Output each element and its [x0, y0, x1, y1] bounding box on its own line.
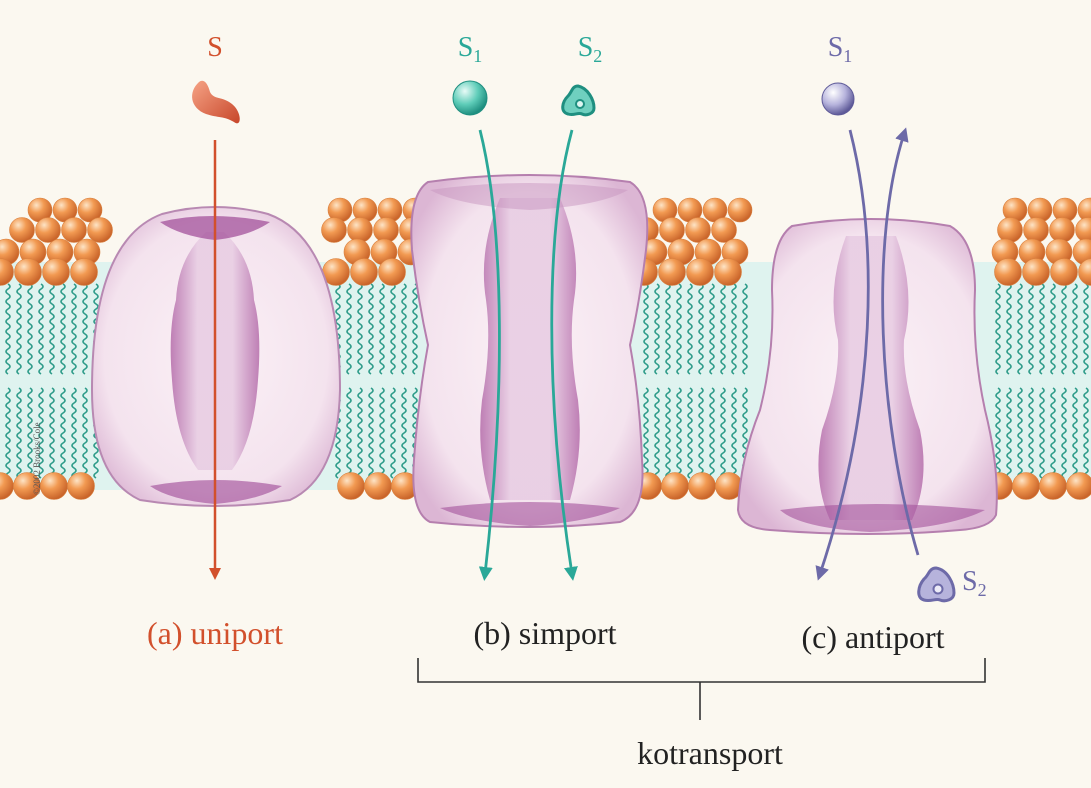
lipid-head [1023, 259, 1050, 286]
lipid-head [36, 218, 61, 243]
lipid-head [995, 259, 1022, 286]
lipid-head [1076, 218, 1091, 243]
lipid-head [687, 259, 714, 286]
antiport-caption: (c) antiport [801, 619, 944, 655]
lipid-head [338, 473, 365, 500]
lipid-head [712, 218, 737, 243]
lipid-head [71, 259, 98, 286]
lipid-head [686, 218, 711, 243]
lipid-head [15, 259, 42, 286]
lipid-head [998, 218, 1023, 243]
lipid-head [351, 259, 378, 286]
antiport-s2-shape [919, 568, 954, 601]
lipid-head [41, 473, 68, 500]
simport-s2-shape [563, 86, 594, 115]
simport-protein [411, 175, 647, 527]
lipid-head [728, 198, 752, 222]
uniport-solute-label: S [207, 32, 223, 63]
lipid-head [365, 473, 392, 500]
lipid-head [1051, 259, 1078, 286]
lipid-head [715, 259, 742, 286]
lipid-head [374, 218, 399, 243]
simport-s1-label: S1 [458, 32, 483, 66]
simport-s2-label: S2 [578, 32, 603, 66]
lipid-head [88, 218, 113, 243]
lipid-head [348, 218, 373, 243]
lipid-head [662, 473, 689, 500]
antiport-s1-ball [822, 83, 854, 115]
lipid-head [1050, 218, 1075, 243]
lipid-head [659, 259, 686, 286]
lipid-head [1013, 473, 1040, 500]
antiport-s1-label: S1 [828, 32, 853, 66]
lipid-head [1024, 218, 1049, 243]
uniport-caption: (a) uniport [147, 615, 283, 651]
cotransport-label: kotransport [637, 735, 783, 771]
lipid-head [322, 218, 347, 243]
lipid-head [68, 473, 95, 500]
lipid-head [62, 218, 87, 243]
lipid-head [379, 259, 406, 286]
simport-caption: (b) simport [473, 615, 616, 651]
cotransport-bracket [418, 658, 985, 682]
lipid-head [1040, 473, 1067, 500]
lipid-head [43, 259, 70, 286]
antiport-s2-label: S2 [962, 566, 987, 600]
copyright-credit: ©2002 Brooks/Cole [32, 422, 42, 495]
lipid-head [689, 473, 716, 500]
uniport-solute-bean [192, 81, 240, 124]
simport-s1-ball [453, 81, 487, 115]
lipid-head [1067, 473, 1091, 500]
lipid-head [10, 218, 35, 243]
